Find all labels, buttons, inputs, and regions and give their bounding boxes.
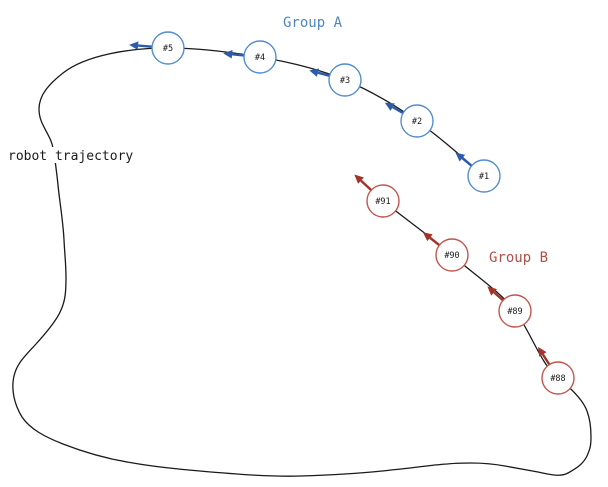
direction-arrow-head-#91 [354,174,364,184]
direction-arrow-head-#1 [455,152,466,162]
keyframe-node-label-#90: #90 [444,251,459,261]
direction-arrow-head-#5 [129,41,139,50]
direction-arrow-shaft-#2 [392,106,404,115]
keyframe-node-#4 [243,40,277,74]
direction-arrow-shaft-#3 [317,71,330,77]
keyframe-node-label-#1: #1 [479,172,489,182]
keyframe-node-#2 [400,104,434,138]
keyframe-node-label-#2: #2 [412,117,422,127]
keyframe-node-label-#5: #5 [163,44,173,54]
direction-arrow-head-#88 [538,346,547,357]
direction-arrow-head-#90 [422,232,433,242]
keyframe-node-#1 [467,159,501,193]
keyframe-node-#88 [541,361,575,395]
keyframe-node-label-#88: #88 [550,374,565,384]
keyframe-node-label-#91: #91 [375,197,390,207]
trajectory-label: robot trajectory [8,149,133,164]
group-b-label: Group B [489,250,548,266]
keyframe-node-label-#89: #89 [507,307,522,317]
keyframe-node-label-#3: #3 [340,76,350,86]
direction-arrow-shaft-#89 [493,291,504,302]
keyframe-node-#3 [328,63,362,97]
direction-arrow-shaft-#90 [429,236,441,247]
direction-arrow-shaft-#5 [137,44,153,48]
robot-trajectory-curve [12,47,592,477]
keyframe-nodes-layer: #1 #2 #3 #4 #5 #88 #89 #90 #91 [151,31,575,395]
keyframe-node-#89 [498,294,532,328]
direction-arrow-shaft-#4 [232,53,245,57]
trajectory-label-background [4,147,132,163]
direction-arrow-shaft-#88 [541,353,551,366]
keyframe-node-label-#4: #4 [255,53,265,63]
keyframe-node-#91 [366,184,400,218]
direction-arrow-shaft-#1 [461,157,473,167]
direction-arrow-head-#89 [487,286,497,296]
direction-arrow-shaft-#91 [360,179,373,192]
direction-arrow-head-#4 [223,49,233,59]
keyframe-node-#5 [151,31,185,65]
group-a-label: Group A [283,15,343,31]
direction-arrow-head-#3 [309,68,320,77]
direction-arrow-head-#2 [384,102,395,111]
direction-arrows-layer [129,41,551,366]
keyframe-node-#90 [435,238,469,272]
